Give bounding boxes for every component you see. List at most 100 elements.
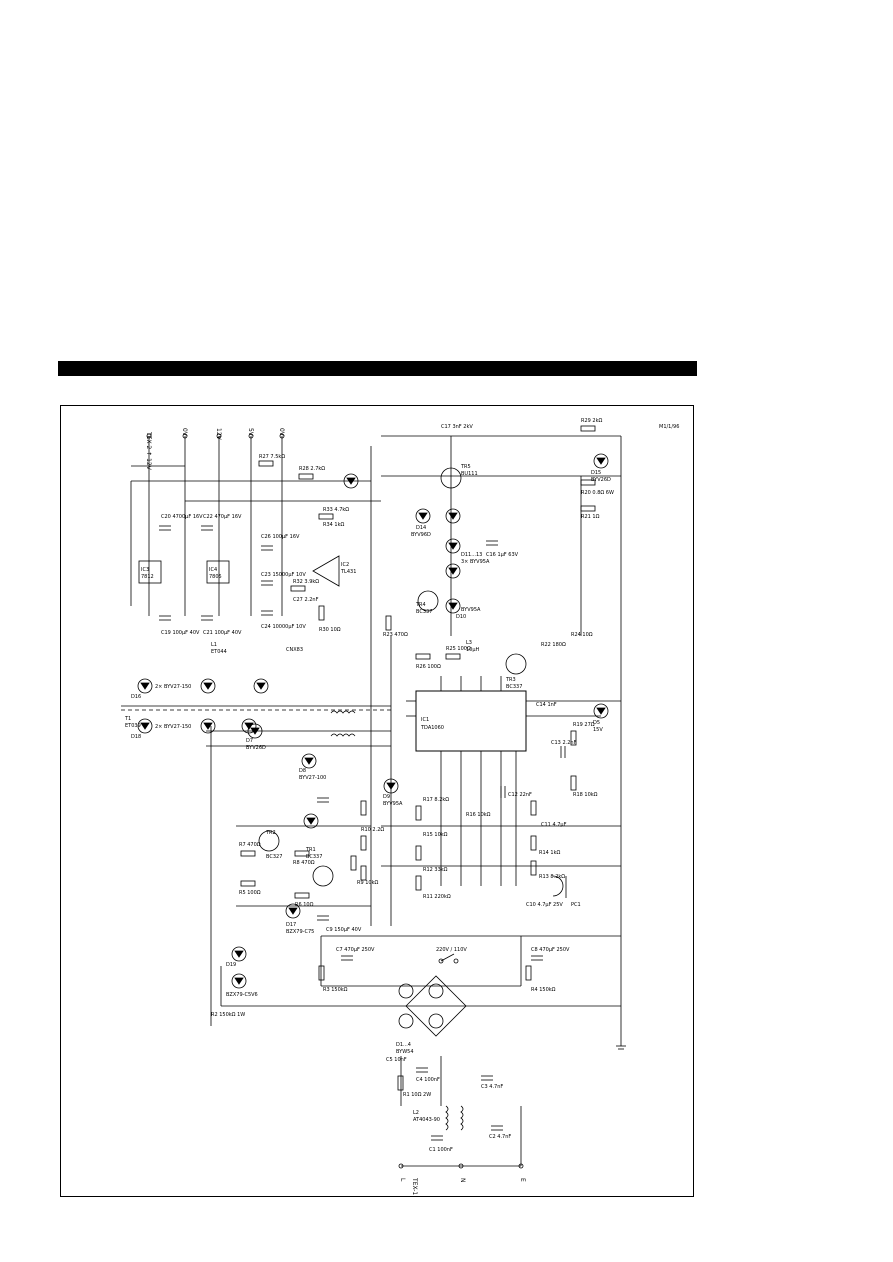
- t1-ref: T1: [124, 716, 131, 722]
- d5-label: D5: [593, 720, 600, 726]
- l1-ref: L1: [211, 642, 217, 648]
- d9-label: D9: [383, 794, 390, 800]
- d8-part: BYV27-100: [299, 775, 326, 781]
- d1-4-label: D1...4: [396, 1042, 411, 1048]
- r20-label: R20 0.8Ω 6W: [581, 490, 614, 496]
- l2-part: AT4043-90: [413, 1117, 440, 1123]
- r11-label: R11 220kΩ: [423, 894, 451, 900]
- d15-part: BYV26D: [591, 477, 611, 483]
- d16-part: 2× BYV27-150: [155, 684, 191, 690]
- terminal-0v-b: 0V: [278, 428, 285, 437]
- ic3-part: 7812: [141, 574, 154, 580]
- bridge-rectifier: [220, 926, 626, 1050]
- d7-part: BYV26D: [246, 745, 266, 751]
- terminal-e: E: [519, 1178, 526, 1182]
- d16-label: D16: [131, 694, 141, 700]
- ic1-part: TDA1060: [420, 725, 444, 731]
- top-diodes: [137, 473, 359, 734]
- pc1-photocoupler: [552, 875, 567, 898]
- top-capacitors: [159, 525, 273, 621]
- tr2-part: BC327: [266, 854, 282, 860]
- r16-label: R16 10kΩ: [466, 812, 491, 818]
- switching-stage: [381, 425, 622, 675]
- l1-part: ET044: [211, 649, 227, 655]
- pc1-ref: PC1: [571, 902, 581, 908]
- ic2-ref: IC2: [341, 562, 349, 568]
- figure-code: M1/1/96: [659, 424, 679, 430]
- r19-label: R19 27Ω: [573, 722, 595, 728]
- transformer-t1: [121, 705, 391, 747]
- r26-label: R26 100Ω: [416, 664, 441, 670]
- ic4-box: [206, 560, 230, 584]
- ic1-ref: IC1: [421, 717, 429, 723]
- section-bar: [58, 361, 697, 376]
- ic4-ref: IC4: [209, 567, 217, 573]
- c14-label: C14 1nF: [536, 702, 557, 708]
- c5-label: C5 10nF: [386, 1057, 407, 1063]
- r6-label: R6 10Ω: [295, 902, 314, 908]
- c22-label: C22 470μF 16V: [203, 514, 242, 520]
- r1-label: R1 10Ω 2W: [403, 1092, 431, 1098]
- t1-part: ET039: [125, 723, 141, 729]
- c13-label: C13 2.2nF: [551, 740, 577, 746]
- tr5-part: BU111: [461, 471, 478, 477]
- d17-part: BZX79-C75: [286, 929, 314, 935]
- output-rails: [130, 433, 381, 706]
- r18-label: R18 10kΩ: [573, 792, 598, 798]
- terminal-12v: 12V: [215, 428, 222, 441]
- tr2-label: TR2: [265, 830, 276, 836]
- c4-label: C4 100nF: [416, 1077, 440, 1083]
- r4-label: R4 150kΩ: [531, 987, 556, 993]
- ic1-box: [406, 676, 621, 886]
- top-resistors: [258, 460, 334, 621]
- tr4-label: TR4: [415, 602, 426, 608]
- terminal-0v-a: 0V: [181, 428, 188, 437]
- r28-label: R28 2.7kΩ: [299, 466, 325, 472]
- d7-d8: [247, 723, 317, 769]
- c23-label: C23 15000μF 10V: [261, 572, 306, 578]
- r9-label: R9 10kΩ: [357, 880, 379, 886]
- ic4-part: 7805: [209, 574, 222, 580]
- c24-label: C24 10000μF 10V: [261, 624, 306, 630]
- r24-label: R24 10Ω: [571, 632, 593, 638]
- c27-label: C27 2.2nF: [293, 597, 319, 603]
- voltage-selector-label: 220V / 110V: [436, 947, 467, 953]
- d10-label: D10: [456, 614, 466, 620]
- r14-label: R14 1kΩ: [539, 850, 561, 856]
- c2-label: C2 4.7nF: [489, 1134, 511, 1140]
- control-network: [360, 636, 622, 926]
- c26-label: C26 100μF 16V: [261, 534, 300, 540]
- ic2-part: TL431: [340, 569, 356, 575]
- pc1-part: CNX83: [286, 647, 303, 653]
- d19-label: D19: [226, 962, 236, 968]
- r12-label: R12 33kΩ: [423, 867, 448, 873]
- driver-transistors: [231, 797, 371, 989]
- schematic-frame: M1/1/96 TEX-2 ↑ 12V 0V 12V 5V 0V TEX-1 L…: [60, 405, 694, 1197]
- d14-label: D14: [416, 525, 426, 531]
- terminal-5v: 5V: [247, 428, 254, 437]
- d10-part: BYV95A: [461, 607, 481, 613]
- l3-ref: L3: [466, 640, 472, 646]
- r5-label: R5 100Ω: [239, 890, 261, 896]
- c21-label: C21 100μF 40V: [203, 630, 242, 636]
- tr3-label: TR3: [505, 677, 516, 683]
- c11-label: C11 4.7μF: [541, 822, 567, 828]
- d11-13-label: D11...13: [461, 552, 482, 558]
- r33-label: R33 4.7kΩ: [323, 507, 349, 513]
- d1-4-part: BYW54: [396, 1049, 414, 1055]
- terminal-tex1: TEX-1: [411, 1177, 418, 1195]
- c9-label: C9 150μF 40V: [326, 927, 362, 933]
- tr1-label: TR1: [305, 847, 316, 853]
- r17-label: R17 8.2kΩ: [423, 797, 449, 803]
- d15-label: D15: [591, 470, 601, 476]
- c3-label: C3 4.7nF: [481, 1084, 503, 1090]
- c17-label: C17 3nF 2kV: [441, 424, 473, 430]
- d18-part: 2× BYV27-150: [155, 724, 191, 730]
- r25-label: R25 100Ω: [446, 646, 471, 652]
- c16-label: C16 1μF 63V: [486, 552, 519, 558]
- ic3-box: [138, 560, 162, 584]
- r22-label: R22 180Ω: [541, 642, 566, 648]
- c10-label: C10 4.7μF 25V: [526, 902, 563, 908]
- r29-label: R29 2kΩ: [581, 418, 603, 424]
- r34-label: R34 1kΩ: [323, 522, 345, 528]
